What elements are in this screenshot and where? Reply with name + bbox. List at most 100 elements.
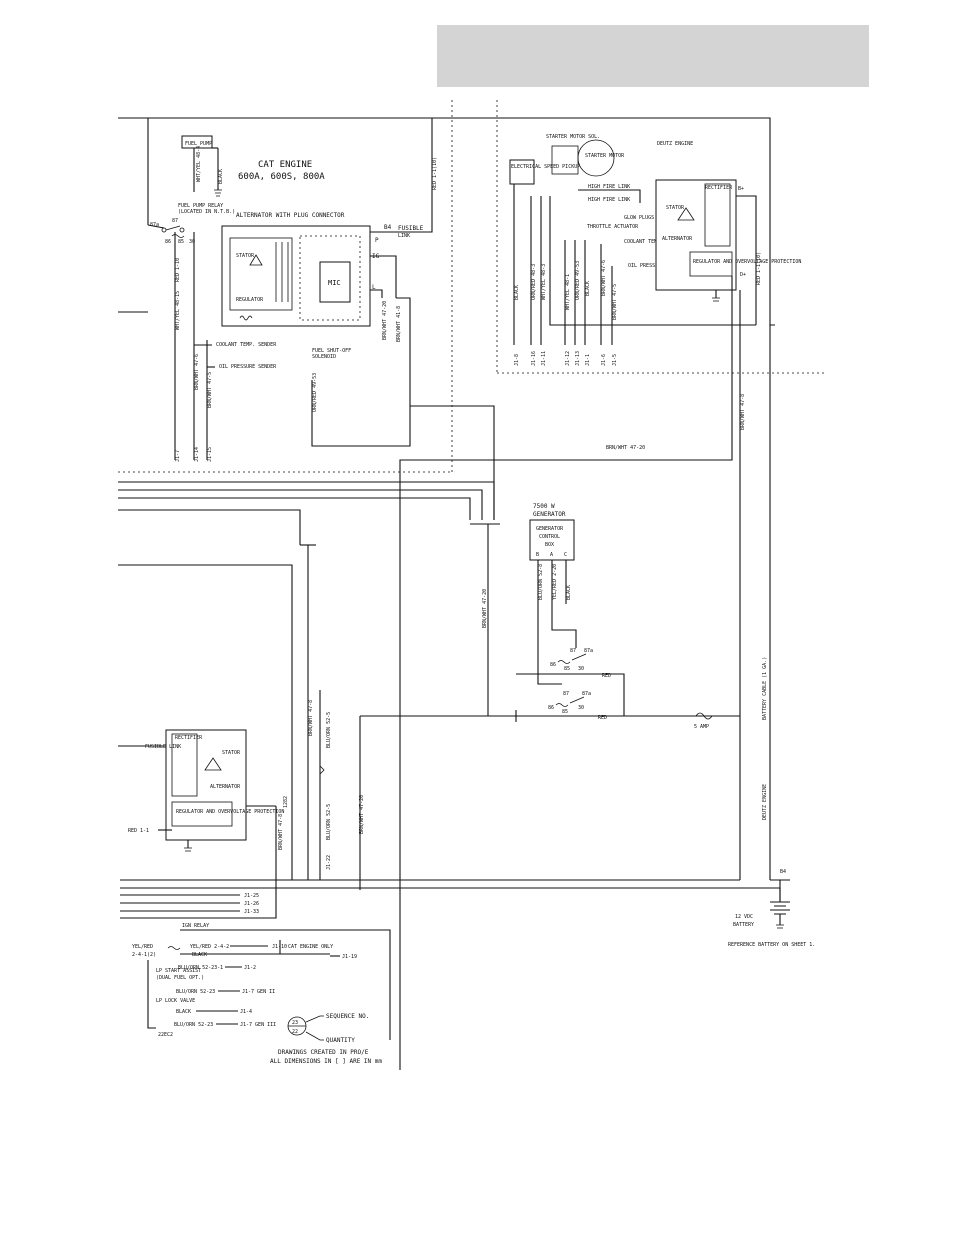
conn-j1-4: J1-4 [240,1009,252,1015]
legend-leader-2 [305,1031,324,1041]
lower-regulator-label: REGULATOR AND OVERVOLTAGE PROTECTION [176,809,284,815]
wire-black-lp: BLACK [176,1009,191,1015]
wire-black-gen: BLACK [566,585,572,600]
wire-brn-wht-47-8-deutz: BRN/WHT 47-8 [740,394,746,430]
alternator-harness-wire [311,297,411,447]
deutz-rectifier [704,183,731,247]
relay-87a-cat: 87a [150,222,159,228]
legend-leader [305,1015,324,1023]
fuse-label: 5 AMP [694,724,709,730]
ground-icon [712,297,720,302]
conn-j1-11: J1-11 [541,351,547,366]
gen-relay1-out [516,673,625,716]
wire-black-deutz: BLACK [514,285,520,300]
lower-alternator-box [165,729,247,841]
stator-winding-icon [249,254,263,266]
top-border-wire [118,117,775,326]
wire-yel-red-2-4-1: 2-4-1(2) [132,952,156,958]
gen-relay1-feed [551,620,577,648]
relay-feed-wire [147,224,165,229]
deutz-coolant-sender: COOLANT TEMP. SENDER [624,239,685,245]
ref-1282: 1282 [283,796,289,808]
bus-wire-5 [118,564,293,880]
wire-wht-yel-48-1: WHT/YEL 48-1 [565,274,571,310]
cat-stator-area [229,237,293,311]
wire-brn-wht-47-20-deutz: BRN/WHT 47-20 [606,445,645,451]
relay-coil-icon [557,660,571,664]
gen-relay1-87a: 87a [584,648,593,654]
wire-orn-red-48-3: ORN/RED 48-3 [531,264,537,300]
relay-coil-icon [167,946,181,950]
high-fire-link-label-2: HIGH FIRE LINK [588,197,630,203]
wire-orn-red-49-53-deutz: ORN/RED 49-53 [575,261,581,300]
speed-pickup-box [509,159,535,185]
cat-b4: B4 [384,224,392,231]
lower-fusible-link: FUSIBLE LINK [145,744,181,750]
gen-relay1-85: 85 [564,666,570,672]
bus-wire-2 [118,489,483,520]
wire-brn-wht-47-5-deutz: BRN/WHT 47-5 [612,284,618,320]
relay-contact-icon [161,227,167,233]
wire-blu-orn-52-23-b: BLU/ORN 52-23 [174,1022,213,1028]
cat-coolant-sender: COOLANT TEMP. SENDER [216,342,277,348]
legend-qty-sample: 22 [292,1029,298,1035]
gen-relay2-87a: 87a [582,691,591,697]
wire-brn-wht-47-20-cat: BRN/WHT 47-20 [382,301,388,340]
lp-lock-valve: LP LOCK VALVE [156,998,195,1004]
gen-box-line2: CONTROL [539,534,560,540]
cat-stator-label: STATOR [236,253,255,259]
relay-switch-icon [571,653,587,661]
ign-relay-wire [180,929,391,1040]
wire-blu-orn-52-5: BLU/ORN 52-5 [326,712,332,748]
wire-yel-red: YEL/RED [132,944,153,950]
generator-title-2: GENERATOR [533,511,566,518]
relay-switch-icon [165,225,181,231]
conn-j1-25: J1-25 [244,893,259,899]
gen-relay2-feed [537,638,562,685]
conn-j1-26: J1-26 [244,901,259,907]
cat-engine-models: 600A, 600S, 800A [238,172,325,182]
deutz-vertical-label: DEUTZ ENGINE [762,784,768,820]
gen-relay2-86: 86 [548,705,554,711]
fuel-pump-box [181,135,213,149]
cat-regulator-label: REGULATOR [236,297,264,303]
wire-red-1-1-10-deutz: RED 1-1(10) [756,252,762,285]
wire-wht-yel-48-3: WHT/YEL 48-3 [541,264,547,300]
deutz-return-wire [549,196,756,326]
cat-engine-only: CAT ENGINE ONLY [288,944,333,950]
relay-coil-icon [171,234,185,238]
battery-icon [770,901,790,915]
wire-brn-wht-47-20-lower: BRN/WHT 47-20 [359,795,365,834]
fuel-pump-relay-label: FUEL PUMP RELAY [178,203,223,209]
conn-j1-13: J1-13 [575,351,581,366]
dual-fuel-opt: (DUAL FUEL OPT.) [156,975,204,981]
wire-black-cat: BLACK [218,169,224,184]
wire-red-1-10: RED 1-10 [175,258,181,282]
battery-b4: B4 [780,869,786,875]
terminal-l: L [372,284,376,291]
bus-wire-1 [118,481,495,520]
conn-j1-8: J1-8 [514,354,520,366]
wire-red-relay2: RED [598,715,607,721]
wire-brn-wht-41-8: BRN/WHT 41-8 [396,306,402,342]
gen-relay2-85: 85 [562,709,568,715]
fuel-shutoff-label-2: SOLENOID [312,354,336,360]
wire-black-deutz-2: BLACK [585,281,591,296]
deutz-regulator-label: REGULATOR AND OVERVOLTAGE PROTECTION [693,259,801,265]
deutz-stator-label: STATOR [666,205,685,211]
fuel-pump-relay-note: (LOCATED IN N.T.B.) [178,209,235,215]
wire-blu-orn-52-8: BLU/ORN 52-8 [538,564,544,600]
gen-relay1-87: 87 [570,648,576,654]
conn-j1-12: J1-12 [565,351,571,366]
legend-sequence: SEQUENCE NO. [326,1013,369,1020]
gen-relay2-30: 30 [578,705,584,711]
l-wire [370,289,383,298]
wire-yel-red-2-4-2: YEL/RED 2-4-2 [190,944,229,950]
wire-wht-yel-48-4: WHT/YEL 48-4 [196,146,202,182]
fuse-icon [695,712,713,720]
deutz-title: DEUTZ ENGINE [657,141,693,147]
deutz-alternator-box [655,179,737,291]
wire-blu-orn-52-23-a: BLU/ORN 52-23 [176,989,215,995]
field-coil-icon [239,315,253,321]
wire-brn-wht-47-5-cat: BRN/WHT 47-5 [207,372,213,408]
